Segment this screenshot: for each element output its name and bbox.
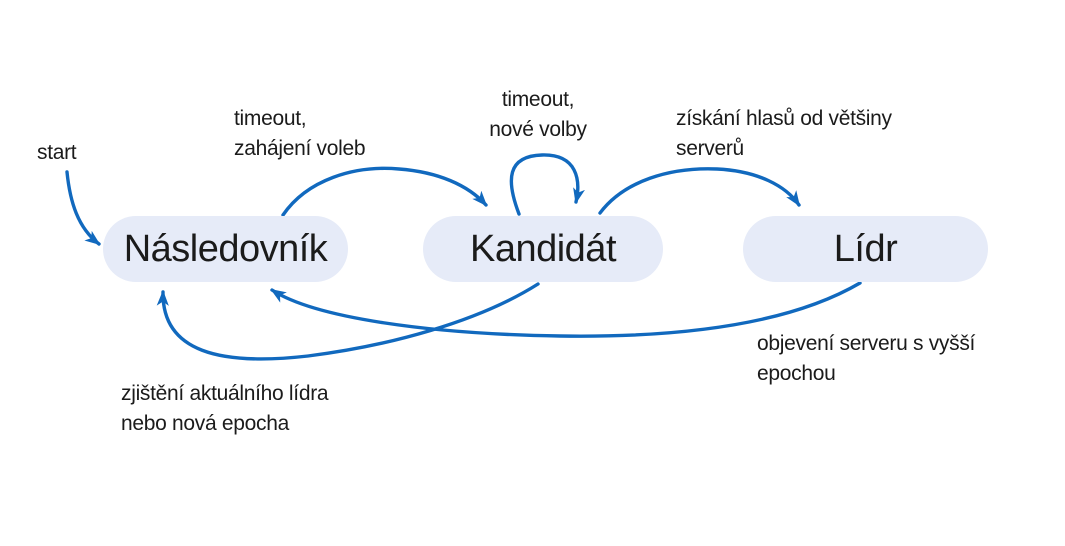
state-node-leader-label: Lídr: [833, 227, 898, 270]
state-node-candidate-label: Kandidát: [469, 227, 617, 270]
edge-label-candidate-to-follower-line2: nebo nová epocha: [121, 412, 290, 435]
state-node-candidate: Kandidát: [423, 216, 663, 282]
edge-start-to-follower: [65, 170, 101, 246]
edge-label-leader-to-follower: objevení serveru s vyšší epochou: [757, 329, 975, 389]
edge-candidate-to-follower: [156, 282, 540, 361]
state-node-leader: Lídr: [743, 216, 988, 282]
edge-label-start-line1: start: [37, 141, 77, 164]
edge-label-leader-to-follower-line1: objevení serveru s vyšší: [757, 332, 976, 355]
edge-label-start: start: [37, 138, 77, 168]
edge-label-follower-to-candidate-line2: zahájení voleb: [234, 137, 366, 160]
edge-label-candidate-to-follower: zjištění aktuálního lídra nebo nová epoc…: [121, 379, 329, 439]
edge-label-candidate-to-leader: získání hlasů od většiny serverů: [676, 104, 892, 164]
edge-label-follower-to-candidate: timeout, zahájení voleb: [234, 104, 366, 164]
edge-leader-to-follower: [270, 281, 862, 338]
edge-label-candidate-self-loop: timeout, nové volby: [448, 85, 628, 145]
state-node-follower-label: Následovník: [123, 227, 328, 270]
edge-candidate-self-loop: [509, 153, 585, 216]
edge-label-candidate-to-follower-line1: zjištění aktuálního lídra: [121, 382, 329, 405]
edge-label-candidate-self-loop-line1: timeout,: [501, 88, 575, 111]
state-node-follower: Následovník: [103, 216, 348, 282]
edge-candidate-to-leader: [598, 167, 801, 215]
edge-label-follower-to-candidate-line1: timeout,: [234, 107, 307, 130]
edge-label-leader-to-follower-line2: epochou: [757, 362, 836, 385]
edge-label-candidate-to-leader-line2: serverů: [676, 137, 744, 160]
edge-follower-to-candidate: [281, 166, 488, 217]
edge-label-candidate-to-leader-line1: získání hlasů od většiny: [676, 107, 892, 130]
edge-label-candidate-self-loop-line2: nové volby: [489, 118, 587, 141]
